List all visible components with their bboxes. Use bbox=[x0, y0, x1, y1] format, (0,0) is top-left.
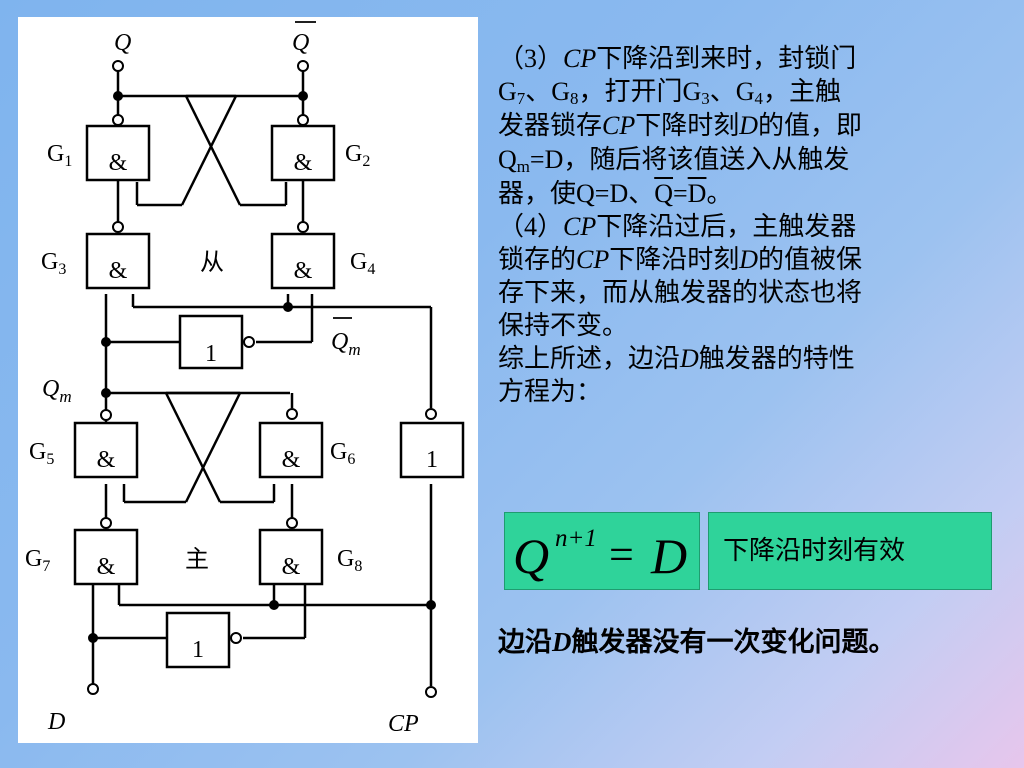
g8-label: G8 bbox=[337, 546, 362, 575]
gate-g7 bbox=[73, 528, 139, 586]
formula-note: 下降沿时刻有效 bbox=[708, 512, 992, 590]
g4-symbol: & bbox=[294, 258, 313, 284]
p4-line2: 锁存的CP下降沿时刻D的值被保 bbox=[498, 245, 863, 274]
gate-g3 bbox=[85, 232, 151, 290]
inverter-right-symbol: 1 bbox=[426, 447, 438, 473]
g3-label: G3 bbox=[41, 249, 66, 278]
p4-line1: （4）CP下降沿过后，主触发器 bbox=[498, 211, 857, 241]
g8-symbol: & bbox=[282, 554, 301, 580]
g6-symbol: & bbox=[282, 447, 301, 473]
formula-rhs: D bbox=[650, 528, 687, 584]
characteristic-equation-box: Q n+1 = D bbox=[504, 512, 700, 590]
g6-label: G6 bbox=[330, 439, 355, 468]
description-text: （3）CP下降沿到来时，封锁门 G7、G8，打开门G3、G4，主触 发器锁存CP… bbox=[498, 42, 980, 408]
inverter-top bbox=[178, 314, 244, 370]
g5-symbol: & bbox=[97, 447, 116, 473]
formula-superscript: n+1 bbox=[555, 525, 597, 552]
inverter-top-symbol: 1 bbox=[205, 341, 217, 367]
circuit-diagram-panel: & & & & 1 & & 1 & & 1 G1 G2 G3 G4 G5 G6 … bbox=[18, 17, 478, 743]
d-input-label: D bbox=[47, 709, 65, 735]
cp-input-label: CP bbox=[388, 711, 419, 737]
characteristic-equation: Q n+1 = D bbox=[513, 525, 687, 584]
gate-g5 bbox=[73, 421, 139, 479]
qmbar-label: Qm bbox=[331, 329, 361, 359]
qm-label: Qm bbox=[42, 376, 72, 406]
p3-line2: G7、G8，打开门G3、G4，主触 bbox=[498, 77, 841, 109]
conclusion-text: 边沿D触发器没有一次变化问题。 bbox=[498, 627, 896, 657]
g7-label: G7 bbox=[25, 546, 50, 575]
master-label: 主 bbox=[185, 545, 209, 573]
g1-symbol: & bbox=[109, 150, 128, 176]
g7-symbol: & bbox=[97, 554, 116, 580]
inverter-right bbox=[399, 421, 465, 479]
edge-d-flipflop-circuit: & & & & 1 & & 1 & & 1 G1 G2 G3 G4 G5 G6 … bbox=[25, 21, 465, 737]
inverter-bottom bbox=[165, 611, 231, 669]
g3-symbol: & bbox=[109, 258, 128, 284]
gate-g8 bbox=[258, 528, 324, 586]
gate-g6 bbox=[258, 421, 324, 479]
formula-equals: = bbox=[609, 530, 634, 579]
p3-line1: （3）CP下降沿到来时，封锁门 bbox=[498, 44, 857, 73]
p3-line3: 发器锁存CP下降时刻D的值，即 bbox=[498, 111, 863, 141]
p4-line3: 存下来，而从触发器的状态也将 bbox=[498, 278, 863, 308]
formula-lhs: Q bbox=[513, 528, 549, 584]
g4-label: G4 bbox=[350, 249, 375, 278]
slave-label: 从 bbox=[200, 248, 224, 276]
summary-line1: 综上所述，边沿D触发器的特性 bbox=[498, 344, 855, 374]
g1-label: G1 bbox=[47, 141, 72, 170]
qbar-output-label: Q bbox=[292, 30, 309, 56]
p3-line5: 器，使Q=D、Q=D。 bbox=[498, 178, 733, 208]
p4-line4: 保持不变。 bbox=[498, 311, 629, 341]
g2-symbol: & bbox=[294, 150, 313, 176]
summary-line2: 方程为： bbox=[498, 377, 603, 407]
inverter-bottom-symbol: 1 bbox=[192, 637, 204, 663]
g5-label: G5 bbox=[29, 439, 54, 468]
gate-g4 bbox=[270, 232, 336, 290]
g2-label: G2 bbox=[345, 141, 370, 170]
q-output-label: Q bbox=[114, 30, 131, 56]
p3-line4: Qm=D，随后将该值送入从触发 bbox=[498, 144, 850, 176]
